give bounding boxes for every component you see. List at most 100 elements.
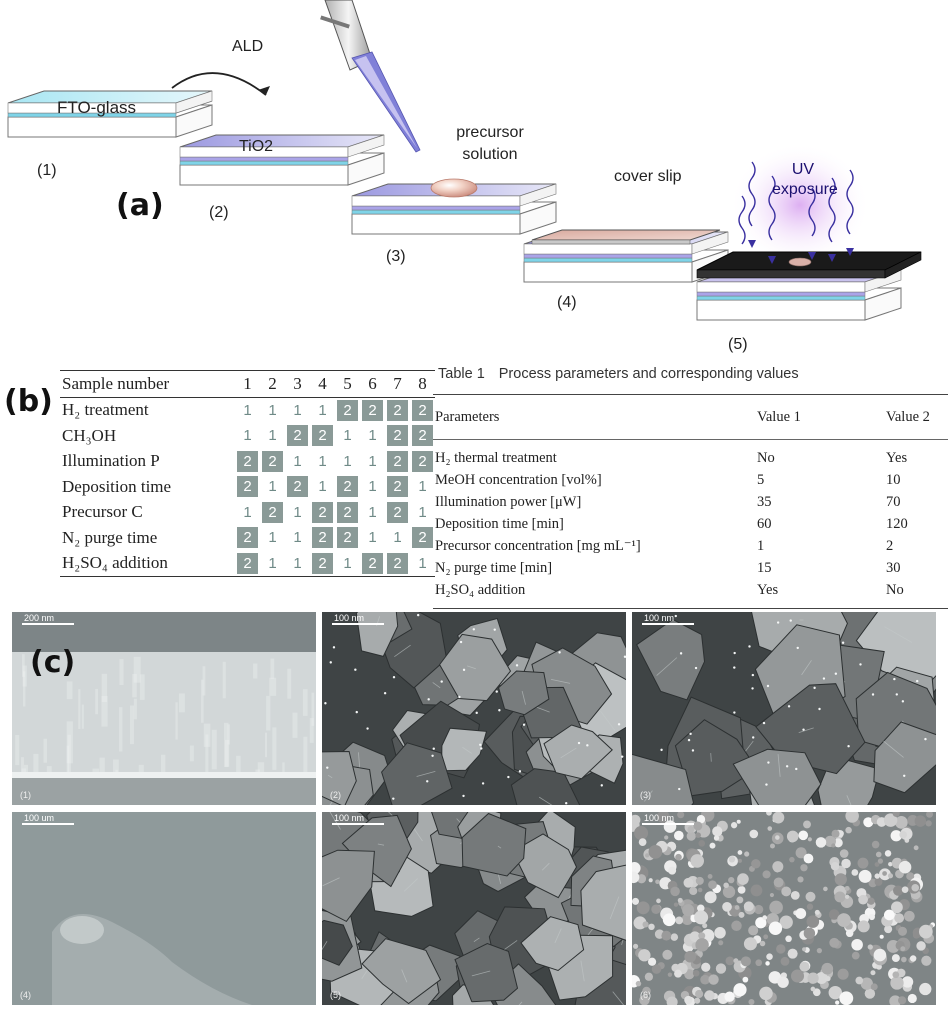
matrix-cell-value: 1 — [268, 401, 277, 419]
sem-image-index: (4) — [20, 990, 31, 1000]
matrix-cell: 2 — [260, 449, 285, 475]
matrix-cell-value: 2 — [287, 425, 308, 447]
substrate-1 — [7, 90, 213, 138]
table-1-cell: 1 — [757, 537, 765, 554]
substrate-3 — [351, 178, 557, 235]
sample-col-7: 7 — [385, 370, 410, 398]
sample-col-1: 1 — [235, 370, 260, 398]
table-1-caption-text: Process parameters and corresponding val… — [498, 366, 799, 382]
matrix-cell-value: 1 — [293, 452, 302, 470]
table-1-cell: 70 — [886, 493, 901, 510]
matrix-cell-value: 2 — [387, 552, 408, 574]
matrix-cell: 2 — [235, 525, 260, 551]
matrix-cell: 2 — [235, 474, 260, 500]
scale-bar-label: 100 nm — [644, 613, 675, 623]
matrix-cell-value: 1 — [268, 427, 277, 445]
scale-bar-label: 200 nm — [24, 613, 55, 623]
matrix-cell: 2 — [310, 500, 335, 526]
sem-image-1: 200 nm (1) — [12, 612, 316, 805]
matrix-cell: 1 — [360, 449, 385, 475]
table-1-cell: 120 — [886, 515, 908, 532]
matrix-cell-value: 2 — [362, 552, 383, 574]
matrix-cell: 2 — [310, 525, 335, 551]
matrix-cell-value: 2 — [237, 450, 258, 472]
matrix-cell-value: 1 — [368, 503, 377, 521]
matrix-row-label: H₂SO₄ addition — [60, 550, 235, 577]
ald-arrow — [171, 72, 267, 96]
matrix-cell-value: 1 — [418, 554, 427, 572]
matrix-cell: 1 — [285, 525, 310, 551]
table-1-row: Precursor concentration [mg mL⁻¹] 1 2 — [433, 535, 948, 557]
uv-arrowheads — [748, 240, 854, 264]
matrix-cell: 2 — [285, 474, 310, 500]
substrate-5 — [696, 251, 922, 321]
matrix-cell: 1 — [360, 525, 385, 551]
matrix-cell: 2 — [385, 449, 410, 475]
table-1-cell: MeOH concentration [vol%] — [435, 471, 602, 488]
matrix-cell-value: 2 — [387, 501, 408, 523]
panel-a-schematic: FTO-glass (1) TiO2 (2) ALD precursor sol… — [0, 0, 948, 360]
matrix-cell: 2 — [235, 550, 260, 577]
table-1-cell: 5 — [757, 471, 765, 488]
matrix-row-label: Deposition time — [62, 476, 172, 496]
matrix-cell-value: 2 — [412, 399, 433, 421]
scale-bar-label: 100 nm — [334, 813, 365, 823]
matrix-cell: 1 — [285, 449, 310, 475]
panel-b-label: (b) — [4, 384, 53, 419]
matrix-cell: 1 — [310, 397, 335, 423]
table-1-cell: Precursor concentration [mg mL⁻¹] — [435, 537, 641, 554]
scale-bar-label: 100 nm — [334, 613, 365, 623]
table-1-cell: 30 — [886, 559, 901, 576]
sem-image-index: (1) — [20, 790, 31, 800]
header-parameters: Parameters — [433, 394, 756, 440]
matrix-cell: 2 — [385, 397, 410, 423]
step-3-label: precursor solution — [456, 124, 524, 163]
scale-bar-label: 100 nm — [644, 813, 675, 823]
sem-image-4: 100 um(4) — [12, 812, 316, 1005]
table-1-cell: 2 — [886, 537, 894, 554]
sem-texture — [322, 612, 626, 805]
matrix-cell: 1 — [285, 550, 310, 577]
matrix-cell: 2 — [385, 550, 410, 577]
matrix-cell: 2 — [360, 397, 385, 423]
matrix-cell: 2 — [410, 449, 435, 475]
scale-bar — [22, 623, 74, 625]
matrix-cell-value: 1 — [343, 427, 352, 445]
matrix-cell: 2 — [335, 474, 360, 500]
step-5-number: (5) — [728, 336, 748, 353]
matrix-row-label: CH₃OH — [62, 425, 117, 445]
matrix-cell: 2 — [385, 474, 410, 500]
table-1-cell: Deposition time [min] — [435, 515, 564, 532]
scale-bar — [22, 823, 74, 825]
matrix-cell-value: 2 — [287, 476, 308, 498]
matrix-cell: 1 — [235, 423, 260, 449]
matrix-cell: 2 — [385, 500, 410, 526]
step-4-number: (4) — [557, 294, 577, 311]
step-5-label: UV exposure — [772, 161, 838, 198]
matrix-cell-value: 1 — [418, 503, 427, 521]
matrix-cell-value: 2 — [412, 450, 433, 472]
table-1-cell: No — [757, 449, 775, 466]
matrix-cell-value: 2 — [387, 450, 408, 472]
step-1-label: FTO-glass — [57, 98, 137, 117]
matrix-cell-value: 2 — [237, 552, 258, 574]
step-4-label: cover slip — [614, 168, 682, 185]
matrix-cell: 1 — [360, 423, 385, 449]
sem-texture — [12, 812, 316, 1005]
matrix-cell-value: 2 — [337, 527, 358, 549]
matrix-cell-value: 2 — [312, 527, 333, 549]
matrix-cell: 2 — [385, 423, 410, 449]
matrix-cell-value: 2 — [312, 501, 333, 523]
matrix-cell: 2 — [410, 423, 435, 449]
matrix-cell-value: 2 — [237, 476, 258, 498]
matrix-cell-value: 1 — [368, 478, 377, 496]
sample-col-6: 6 — [360, 370, 385, 398]
precursor-droplet — [430, 178, 478, 198]
table-1-cell: 60 — [757, 515, 772, 532]
matrix-cell: 1 — [235, 397, 260, 423]
step-2-label: TiO2 — [239, 138, 274, 155]
